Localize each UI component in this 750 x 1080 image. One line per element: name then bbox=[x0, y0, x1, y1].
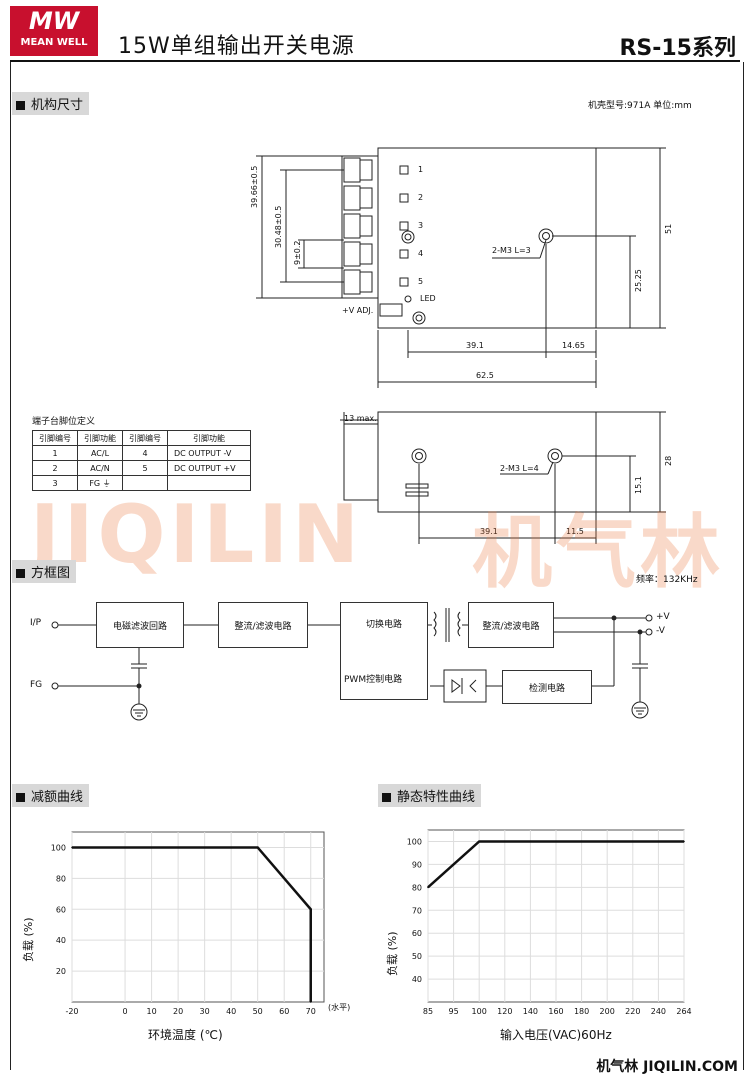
logo-mark: MW bbox=[28, 7, 80, 35]
terminal-4-label: 4 bbox=[418, 249, 424, 258]
table-cell bbox=[167, 475, 251, 491]
series-title: RS-15系列 bbox=[619, 36, 736, 61]
page-title: 15W单组输出开关电源 bbox=[118, 34, 355, 59]
table-row: 1 AC/L 4 DC OUTPUT -V bbox=[32, 445, 251, 461]
series-line bbox=[72, 846, 312, 1002]
terminal-1-label: 1 bbox=[418, 165, 424, 174]
y-tick-label: 100 bbox=[51, 843, 66, 852]
y-tick-label: 50 bbox=[412, 952, 422, 961]
y-tick-label: 70 bbox=[412, 906, 422, 915]
page-frame bbox=[10, 62, 744, 1070]
dim-max13: 13 max. bbox=[344, 414, 377, 423]
derating-ylabel: 负载 (%) bbox=[22, 917, 35, 962]
static-xlabel: 输入电压(VAC)60Hz bbox=[500, 1028, 612, 1042]
led-label: LED bbox=[420, 294, 436, 303]
x-tick-label: 200 bbox=[600, 1007, 615, 1016]
y-tick-label: 90 bbox=[412, 860, 422, 869]
x-tick-label: -20 bbox=[65, 1007, 78, 1016]
block-section-label: 方框图 bbox=[12, 560, 77, 583]
x-tick-label: 60 bbox=[279, 1007, 289, 1016]
logo-text: MEAN WELL bbox=[20, 37, 88, 48]
x-tick-label: 85 bbox=[423, 1007, 433, 1016]
data-point bbox=[478, 840, 481, 843]
y-tick-label: 80 bbox=[412, 883, 422, 892]
vplus-label: +V bbox=[656, 612, 670, 622]
footer-brand: 机气林 JIQILIN.COM bbox=[596, 1059, 738, 1075]
rectifier-input-block: 整流/滤波电路 bbox=[218, 602, 308, 648]
x-tick-label: 40 bbox=[226, 1007, 236, 1016]
pin-table: 引脚编号 引脚功能 引脚编号 引脚功能 1 AC/L 4 DC OUTPUT -… bbox=[32, 430, 251, 491]
dim-w391: 39.1 bbox=[466, 341, 484, 350]
y-tick-label: 60 bbox=[56, 905, 66, 914]
emi-filter-block: 电磁滤波回路 bbox=[96, 602, 184, 648]
x-tick-label: 20 bbox=[173, 1007, 183, 1016]
y-tick-label: 80 bbox=[56, 874, 66, 883]
x-tick-label: 0 bbox=[123, 1007, 128, 1016]
y-tick-label: 60 bbox=[412, 929, 422, 938]
dim-w625: 62.5 bbox=[476, 371, 494, 380]
x-tick-label: 70 bbox=[306, 1007, 316, 1016]
data-point bbox=[683, 840, 685, 843]
switching-label: 切换电路 bbox=[365, 620, 402, 630]
static-ylabel: 负载 (%) bbox=[386, 931, 399, 976]
terminal-2-label: 2 bbox=[418, 193, 424, 202]
fg-label: FG bbox=[30, 680, 43, 690]
x-tick-label: 220 bbox=[625, 1007, 640, 1016]
x-tick-label: 10 bbox=[146, 1007, 156, 1016]
header-divider bbox=[10, 60, 740, 62]
data-point bbox=[71, 846, 73, 849]
x-tick-label: 240 bbox=[651, 1007, 666, 1016]
x-tick-label: 120 bbox=[497, 1007, 512, 1016]
terminal-3-label: 3 bbox=[418, 221, 424, 230]
y-tick-label: 100 bbox=[407, 837, 422, 846]
x-tick-label: 160 bbox=[548, 1007, 563, 1016]
y-tick-label: 40 bbox=[412, 975, 422, 984]
case-info: 机壳型号:971A 单位:mm bbox=[588, 101, 692, 111]
pin-table-header: 引脚编号 引脚功能 引脚编号 引脚功能 bbox=[32, 430, 251, 446]
data-point bbox=[309, 908, 312, 911]
vminus-label: -V bbox=[656, 626, 665, 636]
y-tick-label: 20 bbox=[56, 967, 66, 976]
x-tick-label: 50 bbox=[253, 1007, 263, 1016]
hole-side-label: 2-M3 L=4 bbox=[500, 464, 539, 473]
pin-header-cell: 引脚功能 bbox=[167, 430, 251, 446]
vadj-label: +V ADJ. bbox=[342, 306, 374, 315]
ip-label: I/P bbox=[30, 618, 42, 628]
watermark-latin: JIQILIN bbox=[30, 488, 363, 581]
switching-block: 切换电路 bbox=[340, 602, 428, 700]
dim-w115: 11.5 bbox=[566, 527, 584, 536]
derating-xlabel: 环境温度 (℃) bbox=[148, 1028, 223, 1042]
derating-section-label: 减额曲线 bbox=[12, 784, 90, 807]
x-tick-label: 180 bbox=[574, 1007, 589, 1016]
terminal-5-label: 5 bbox=[418, 277, 424, 286]
static-section-label: 静态特性曲线 bbox=[378, 784, 482, 807]
pwm-control-label: PWM控制电路 bbox=[344, 675, 403, 685]
x-tick-label: 100 bbox=[472, 1007, 487, 1016]
mech-section-label: 机构尺寸 bbox=[12, 92, 90, 115]
brand-logo: MW MEAN WELL bbox=[10, 6, 98, 56]
dim-w1465: 14.65 bbox=[562, 341, 585, 350]
pin-table-title: 端子台脚位定义 bbox=[32, 417, 96, 427]
hole-front-label: 2-M3 L=3 bbox=[492, 246, 531, 255]
rectifier-output-block: 整流/滤波电路 bbox=[468, 602, 554, 648]
data-point bbox=[309, 1001, 312, 1003]
x-tick-label: 140 bbox=[523, 1007, 538, 1016]
table-row: 3 FG ⏚ bbox=[32, 475, 251, 491]
data-point bbox=[256, 846, 259, 849]
x-tick-label: 264 bbox=[676, 1007, 691, 1016]
data-point bbox=[427, 886, 429, 889]
dim-w391b: 39.1 bbox=[480, 527, 498, 536]
y-tick-label: 40 bbox=[56, 936, 66, 945]
x-tick-label: 30 bbox=[200, 1007, 210, 1016]
x-tick-label: 95 bbox=[449, 1007, 459, 1016]
plot-area bbox=[71, 831, 325, 1003]
derating-axis-note: (水平) bbox=[328, 1003, 351, 1012]
detection-block: 检测电路 bbox=[502, 670, 592, 704]
watermark-cjk: 机气林 bbox=[472, 506, 724, 599]
frequency-label: 频率：132KHz bbox=[636, 575, 698, 585]
